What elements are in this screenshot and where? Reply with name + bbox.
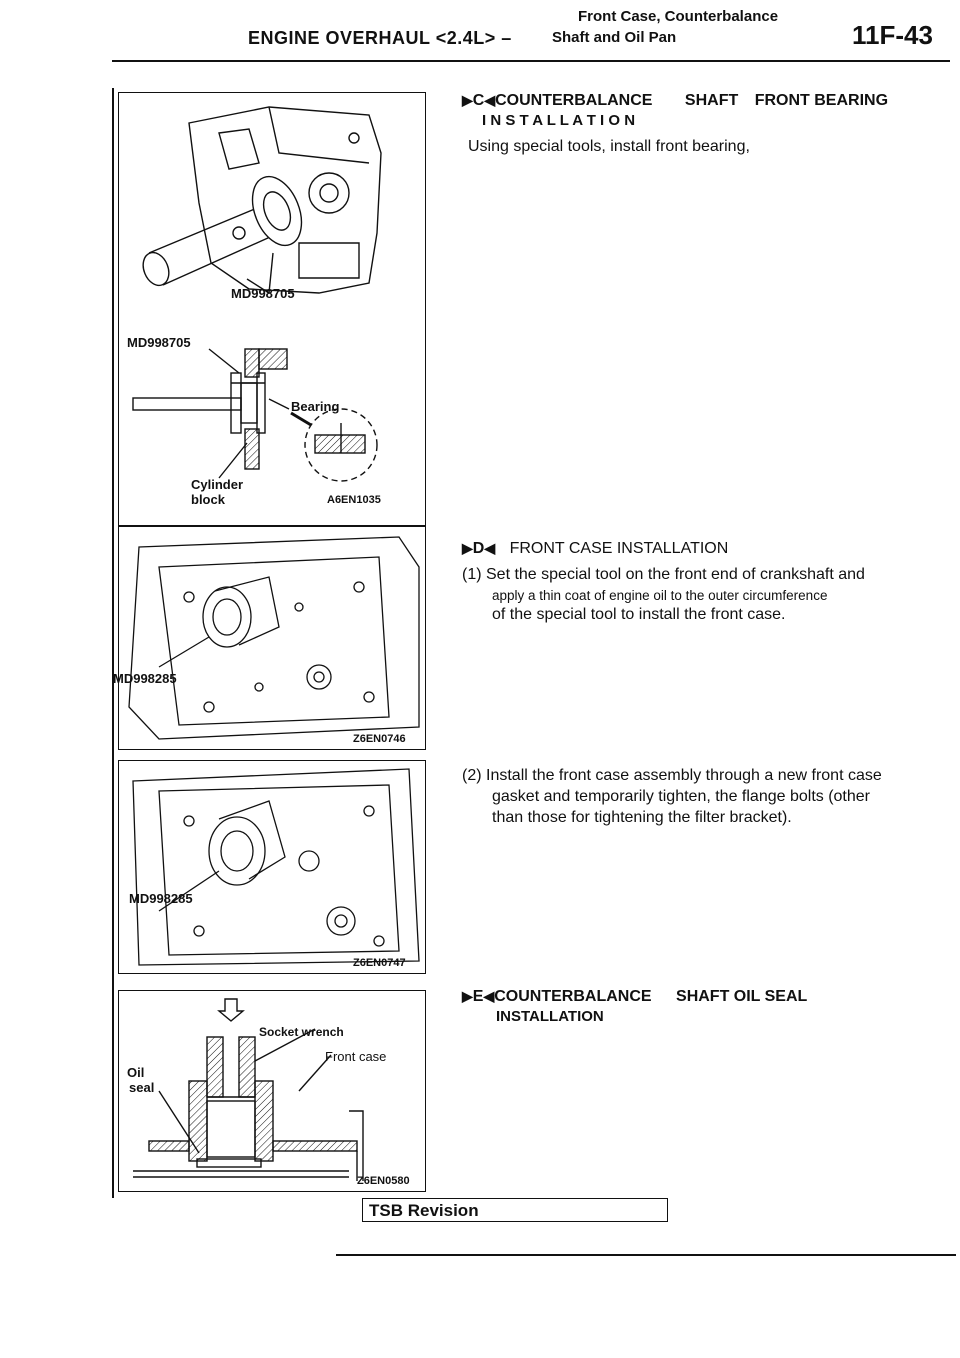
fig2-code: Z6EN0746 (353, 733, 406, 745)
fig4-seal-label: seal (129, 1080, 155, 1095)
figure-front-case-install: MD998285 Z6EN0747 (118, 760, 426, 974)
section-c-marker: C (472, 92, 485, 109)
fig1-block-label: block (191, 492, 225, 507)
fig4-oil-label: Oil (127, 1065, 145, 1080)
section-c-title: ▶C◀COUNTERBALANCE SHAFT FRONT BEARING (462, 92, 888, 110)
fig4-front-case-label: Front case (325, 1049, 387, 1064)
left-column-rule (112, 88, 114, 1198)
section-marker-left-icon: ◀ (484, 540, 496, 556)
figure-oil-seal-install: Socket wrench Oil seal Front case Z6EN05… (118, 990, 426, 1192)
header-title-main: ENGINE OVERHAUL <2.4L> – (248, 28, 512, 48)
header-title-top: Front Case, Counterbalance (578, 8, 779, 25)
section-d-marker: D (472, 540, 485, 557)
section-d-title-row: ▶D◀ FRONT CASE INSTALLATION (462, 540, 728, 558)
fig2-tool-label: MD998285 (113, 671, 177, 686)
section-d-step2-line2: gasket and temporarily tighten, the flan… (492, 788, 870, 805)
tsb-revision-box: TSB Revision (362, 1198, 668, 1222)
section-d-step1-line1: (1) Set the special tool on the front en… (462, 566, 865, 583)
section-e-title-b: SHAFT OIL SEAL (676, 988, 808, 1005)
section-e-title: ▶E◀COUNTERBALANCE SHAFT OIL SEAL (462, 988, 807, 1006)
section-marker-icon: ▶ (462, 540, 473, 556)
fig3-code: Z6EN0747 (353, 957, 406, 969)
figure-front-bearing-drawing (132, 106, 382, 482)
footer-rule (336, 1254, 956, 1256)
section-d-step1-line2: apply a thin coat of engine oil to the o… (492, 588, 828, 603)
section-marker-icon: ▶ (462, 988, 473, 1004)
figure-oil-seal-drawing (133, 998, 364, 1181)
header-title-sub: Shaft and Oil Pan (552, 29, 677, 46)
figure-front-case-drawing (128, 536, 420, 740)
page-number: 11F-43 (852, 20, 933, 50)
section-marker-left-icon: ◀ (483, 988, 495, 1004)
section-e-subtitle: INSTALLATION (496, 1008, 604, 1025)
section-e-marker: E (472, 988, 484, 1005)
section-c-subtitle: I N S T A L L A T I O N (482, 112, 636, 129)
section-c-title-b: SHAFT (684, 92, 739, 109)
section-d-step1-line3: of the special tool to install the front… (492, 606, 786, 623)
fig1-tool-label-top: MD998705 (231, 286, 295, 301)
section-d-title: FRONT CASE INSTALLATION (509, 540, 729, 557)
section-marker-icon: ▶ (462, 92, 473, 108)
fig4-socket-label: Socket wrench (259, 1025, 344, 1039)
section-e-title-a: COUNTERBALANCE (494, 988, 652, 1005)
figure-front-case-tool: MD998285 Z6EN0746 (113, 526, 426, 750)
figure-front-case-install-drawing (132, 768, 420, 966)
section-d-step2-line3: than those for tightening the filter bra… (492, 809, 792, 826)
section-c-body: Using special tools, install front beari… (468, 138, 750, 155)
fig3-tool-label: MD998285 (129, 891, 193, 906)
figure-front-bearing-tool: MD998705 MD998705 Bearing Cylinder block… (118, 92, 426, 526)
section-c-title-a: COUNTERBALANCE (495, 92, 653, 109)
section-d-step2-line1: (2) Install the front case assembly thro… (462, 767, 882, 784)
fig1-code: A6EN1035 (327, 494, 381, 506)
fig1-bearing-label: Bearing (291, 399, 340, 414)
fig1-tool-label-mid: MD998705 (127, 335, 191, 350)
section-marker-left-icon: ◀ (484, 92, 496, 108)
fig4-code: Z6EN0580 (357, 1175, 410, 1187)
section-c-title-c: FRONT BEARING (754, 92, 889, 109)
header-rule (112, 60, 950, 62)
fig1-cylinder-label: Cylinder (191, 477, 244, 492)
